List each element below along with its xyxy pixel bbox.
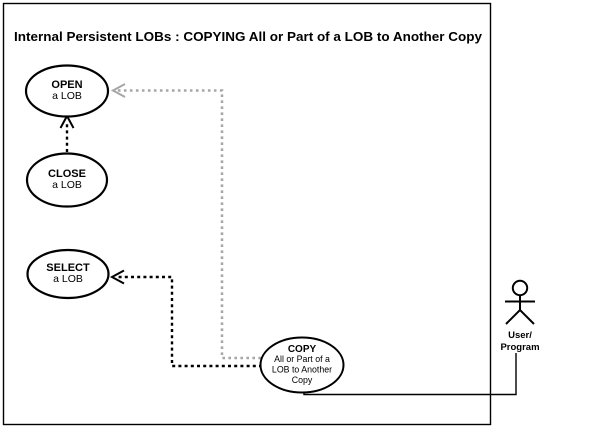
- actor-head-icon: [511, 279, 529, 297]
- use-case-select: SELECT a LOB: [26, 248, 110, 300]
- use-case-select-ellipse: [26, 248, 110, 300]
- use-case-copy-subline-2: LOB to Another: [272, 365, 332, 375]
- copy-to-select-arrowhead-icon: [109, 269, 125, 285]
- use-case-copy: COPY All or Part of a LOB to Another Cop…: [259, 336, 345, 394]
- system-boundary-box: [2, 2, 492, 426]
- actor-label-line-1: User/: [508, 330, 532, 341]
- use-case-copy-label: COPY: [288, 344, 317, 355]
- actor-label-line-2: Program: [500, 342, 539, 353]
- use-case-close-sublabel: a LOB: [52, 179, 82, 191]
- copy-to-select-dependency-line: [117, 275, 262, 368]
- use-case-open: OPEN a LOB: [24, 64, 110, 118]
- actor-user-program: User/ Program: [500, 279, 540, 353]
- use-case-open-ellipse: [24, 64, 110, 118]
- actor-legs-icon: [505, 308, 535, 325]
- copy-to-open-arrowhead-icon: [110, 83, 126, 98]
- use-case-close-ellipse: [25, 152, 109, 208]
- use-case-select-sublabel: a LOB: [53, 273, 83, 285]
- copy-to-open-dependency-line: [117, 89, 261, 360]
- use-case-close-label: CLOSE: [48, 168, 86, 180]
- use-case-copy-subline-1: All or Part of a: [274, 354, 330, 364]
- use-case-open-sublabel: a LOB: [52, 90, 82, 102]
- use-case-copy-ellipse: [259, 336, 345, 394]
- use-case-close: CLOSE a LOB: [25, 152, 109, 208]
- diagram-title: Internal Persistent LOBs : COPYING All o…: [14, 30, 482, 44]
- use-case-copy-subline-3: Copy: [292, 375, 313, 385]
- use-case-select-label: SELECT: [46, 262, 90, 274]
- use-case-open-label: OPEN: [51, 79, 82, 91]
